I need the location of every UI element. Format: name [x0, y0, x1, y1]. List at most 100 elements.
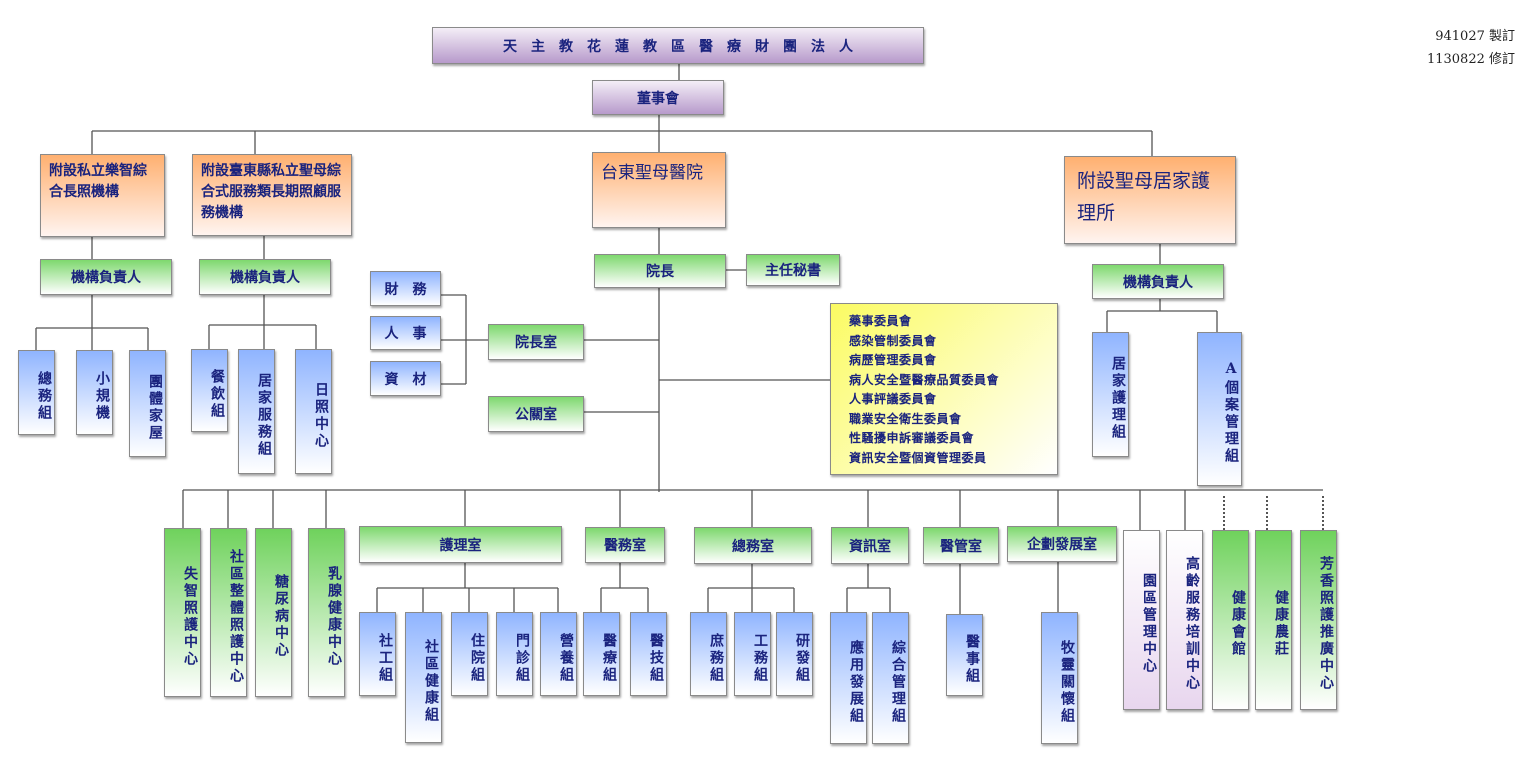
made-date-note: 941027 製訂	[1435, 29, 1515, 44]
info-dept-box: 資訊室	[831, 527, 909, 564]
center-label: 失智照護中心	[182, 565, 198, 668]
dotted-unit-label: 健康農莊	[1273, 590, 1289, 658]
dotted-unit-label: 芳香照護推廣中心	[1318, 556, 1334, 692]
nursing-unit-social: 社工組	[359, 612, 396, 696]
taitung-unit-catering: 餐飲組	[191, 349, 228, 432]
info-dept-label: 資訊室	[849, 538, 891, 555]
general-affairs-label: 總務室	[732, 538, 774, 555]
pr-office-box: 公關室	[488, 396, 584, 432]
center-label: 高齡服務培訓中心	[1184, 556, 1200, 692]
foundation-label: 天 主 教 花 蓮 教 區 醫 療 財 團 法 人	[503, 38, 853, 55]
general-unit-label: 工務組	[752, 632, 768, 684]
homecare-branch-box: 附設聖母居家護理所	[1064, 156, 1236, 244]
committee-item: 職業安全衛生委員會	[849, 411, 962, 426]
planning-unit-pastoral: 牧靈關懷組	[1041, 612, 1078, 744]
committee-item: 病人安全暨醫療品質委員會	[849, 372, 1000, 387]
medmgmt-unit-label: 醫事組	[964, 633, 980, 685]
nursing-unit-label: 營養組	[558, 632, 574, 684]
center-label: 乳腺健康中心	[326, 565, 342, 668]
info-unit-appdev: 應用發展組	[830, 612, 867, 744]
center-campus-mgmt: 園區管理中心	[1123, 530, 1160, 710]
center-label: 社區整體照護中心	[228, 548, 244, 685]
med-mgmt-box: 醫管室	[923, 527, 999, 564]
med-mgmt-label: 醫管室	[940, 538, 982, 555]
taitung-branch-box: 附設臺東縣私立聖母綜合式服務類長期照顧服務機構	[192, 154, 352, 236]
general-unit-affairs: 庶務組	[690, 612, 727, 696]
medical-unit-treatment: 醫療組	[583, 612, 620, 696]
homecare-unit-label: A個案管理組	[1223, 361, 1239, 465]
foundation-box: 天 主 教 花 蓮 教 區 醫 療 財 團 法 人	[432, 27, 924, 64]
leqi-unit-small: 小規機	[76, 350, 113, 435]
center-senior-training: 高齡服務培訓中心	[1166, 530, 1203, 710]
leqi-head-box: 機構負責人	[40, 259, 172, 295]
chief-secretary-label: 主任秘書	[765, 263, 821, 279]
personnel-box: 人 事	[370, 316, 441, 350]
committee-item: 病歷管理委員會	[849, 353, 937, 367]
committees-box: 藥事委員會 感染管制委員會 病歷管理委員會 病人安全暨醫療品質委員會 人事評議委…	[830, 303, 1058, 475]
unit-health-farm: 健康農莊	[1255, 530, 1292, 710]
committee-item: 性騷擾申訴審議委員會	[849, 431, 975, 445]
homecare-unit-casemgmt: A個案管理組	[1197, 332, 1242, 486]
planning-unit-label: 牧靈關懷組	[1059, 639, 1075, 725]
nursing-unit-nutrition: 營養組	[540, 612, 577, 696]
director-office-label: 院長室	[515, 335, 557, 351]
personnel-label: 人 事	[384, 326, 427, 342]
materials-label: 資 材	[384, 371, 427, 388]
planning-dept-box: 企劃發展室	[1007, 526, 1117, 562]
taitung-unit-label: 居家服務組	[256, 373, 272, 458]
medical-affairs-label: 醫務室	[604, 538, 646, 554]
unit-aroma-care: 芳香照護推廣中心	[1300, 530, 1337, 710]
materials-box: 資 材	[370, 361, 441, 396]
medmgmt-unit-affairs: 醫事組	[946, 614, 983, 696]
director-office-box: 院長室	[488, 324, 584, 360]
taitung-unit-label: 日照中心	[313, 381, 329, 450]
finance-box: 財 務	[370, 271, 441, 306]
center-label: 糖尿病中心	[273, 574, 289, 659]
director-label: 院長	[646, 264, 674, 280]
nursing-unit-inpatient: 住院組	[451, 612, 488, 696]
committee-item: 人事評議委員會	[849, 392, 937, 406]
nursing-unit-community: 社區健康組	[405, 612, 442, 743]
leqi-head-label: 機構負責人	[71, 270, 141, 286]
committee-item: 藥事委員會	[849, 314, 912, 328]
leqi-unit-grouphome: 團體家屋	[129, 350, 166, 457]
nursing-dept-box: 護理室	[359, 526, 562, 563]
medical-affairs-box: 醫務室	[585, 527, 665, 563]
board-label: 董事會	[637, 90, 679, 107]
homecare-head-label: 機構負責人	[1123, 274, 1193, 291]
general-unit-engineering: 工務組	[734, 612, 771, 696]
chief-secretary-box: 主任秘書	[746, 254, 840, 286]
nursing-dept-label: 護理室	[439, 537, 482, 554]
taitung-unit-label: 餐飲組	[209, 369, 225, 420]
nursing-unit-label: 社區健康組	[423, 639, 439, 724]
pr-office-label: 公關室	[515, 407, 557, 423]
taitung-head-label: 機構負責人	[230, 270, 300, 286]
hospital-box: 台東聖母醫院	[592, 152, 726, 228]
center-diabetes: 糖尿病中心	[255, 528, 292, 697]
info-unit-admin: 綜合管理組	[872, 612, 909, 744]
committee-item: 資訊安全暨個資管理委員	[849, 450, 987, 465]
homecare-branch-label: 附設聖母居家護理所	[1077, 170, 1211, 224]
medical-unit-label: 醫技組	[648, 632, 664, 684]
revised-date-note: 1130822 修訂	[1426, 52, 1515, 67]
homecare-unit-nursing: 居家護理組	[1092, 332, 1129, 457]
director-box: 院長	[594, 254, 726, 288]
dotted-unit-label: 健康會館	[1230, 590, 1246, 658]
leqi-unit-label: 團體家屋	[147, 373, 163, 442]
nursing-unit-label: 社工組	[377, 632, 393, 684]
taitung-unit-daycare: 日照中心	[295, 349, 332, 474]
taitung-unit-homeservice: 居家服務組	[238, 349, 275, 474]
medical-unit-label: 醫療組	[601, 632, 617, 684]
info-unit-label: 應用發展組	[848, 639, 864, 725]
center-breast-health: 乳腺健康中心	[308, 528, 345, 697]
homecare-unit-label: 居家護理組	[1110, 356, 1126, 441]
taitung-head-box: 機構負責人	[199, 259, 331, 295]
center-community-care: 社區整體照護中心	[210, 528, 247, 697]
general-unit-label: 庶務組	[708, 632, 724, 684]
leqi-branch-label: 附設私立樂智綜合長照機構	[49, 163, 147, 200]
center-label: 園區管理中心	[1141, 573, 1157, 675]
committee-item: 感染管制委員會	[849, 333, 937, 348]
general-unit-label: 研發組	[794, 632, 810, 684]
leqi-unit-label: 總務組	[36, 371, 52, 422]
nursing-unit-outpatient: 門診組	[496, 612, 533, 696]
